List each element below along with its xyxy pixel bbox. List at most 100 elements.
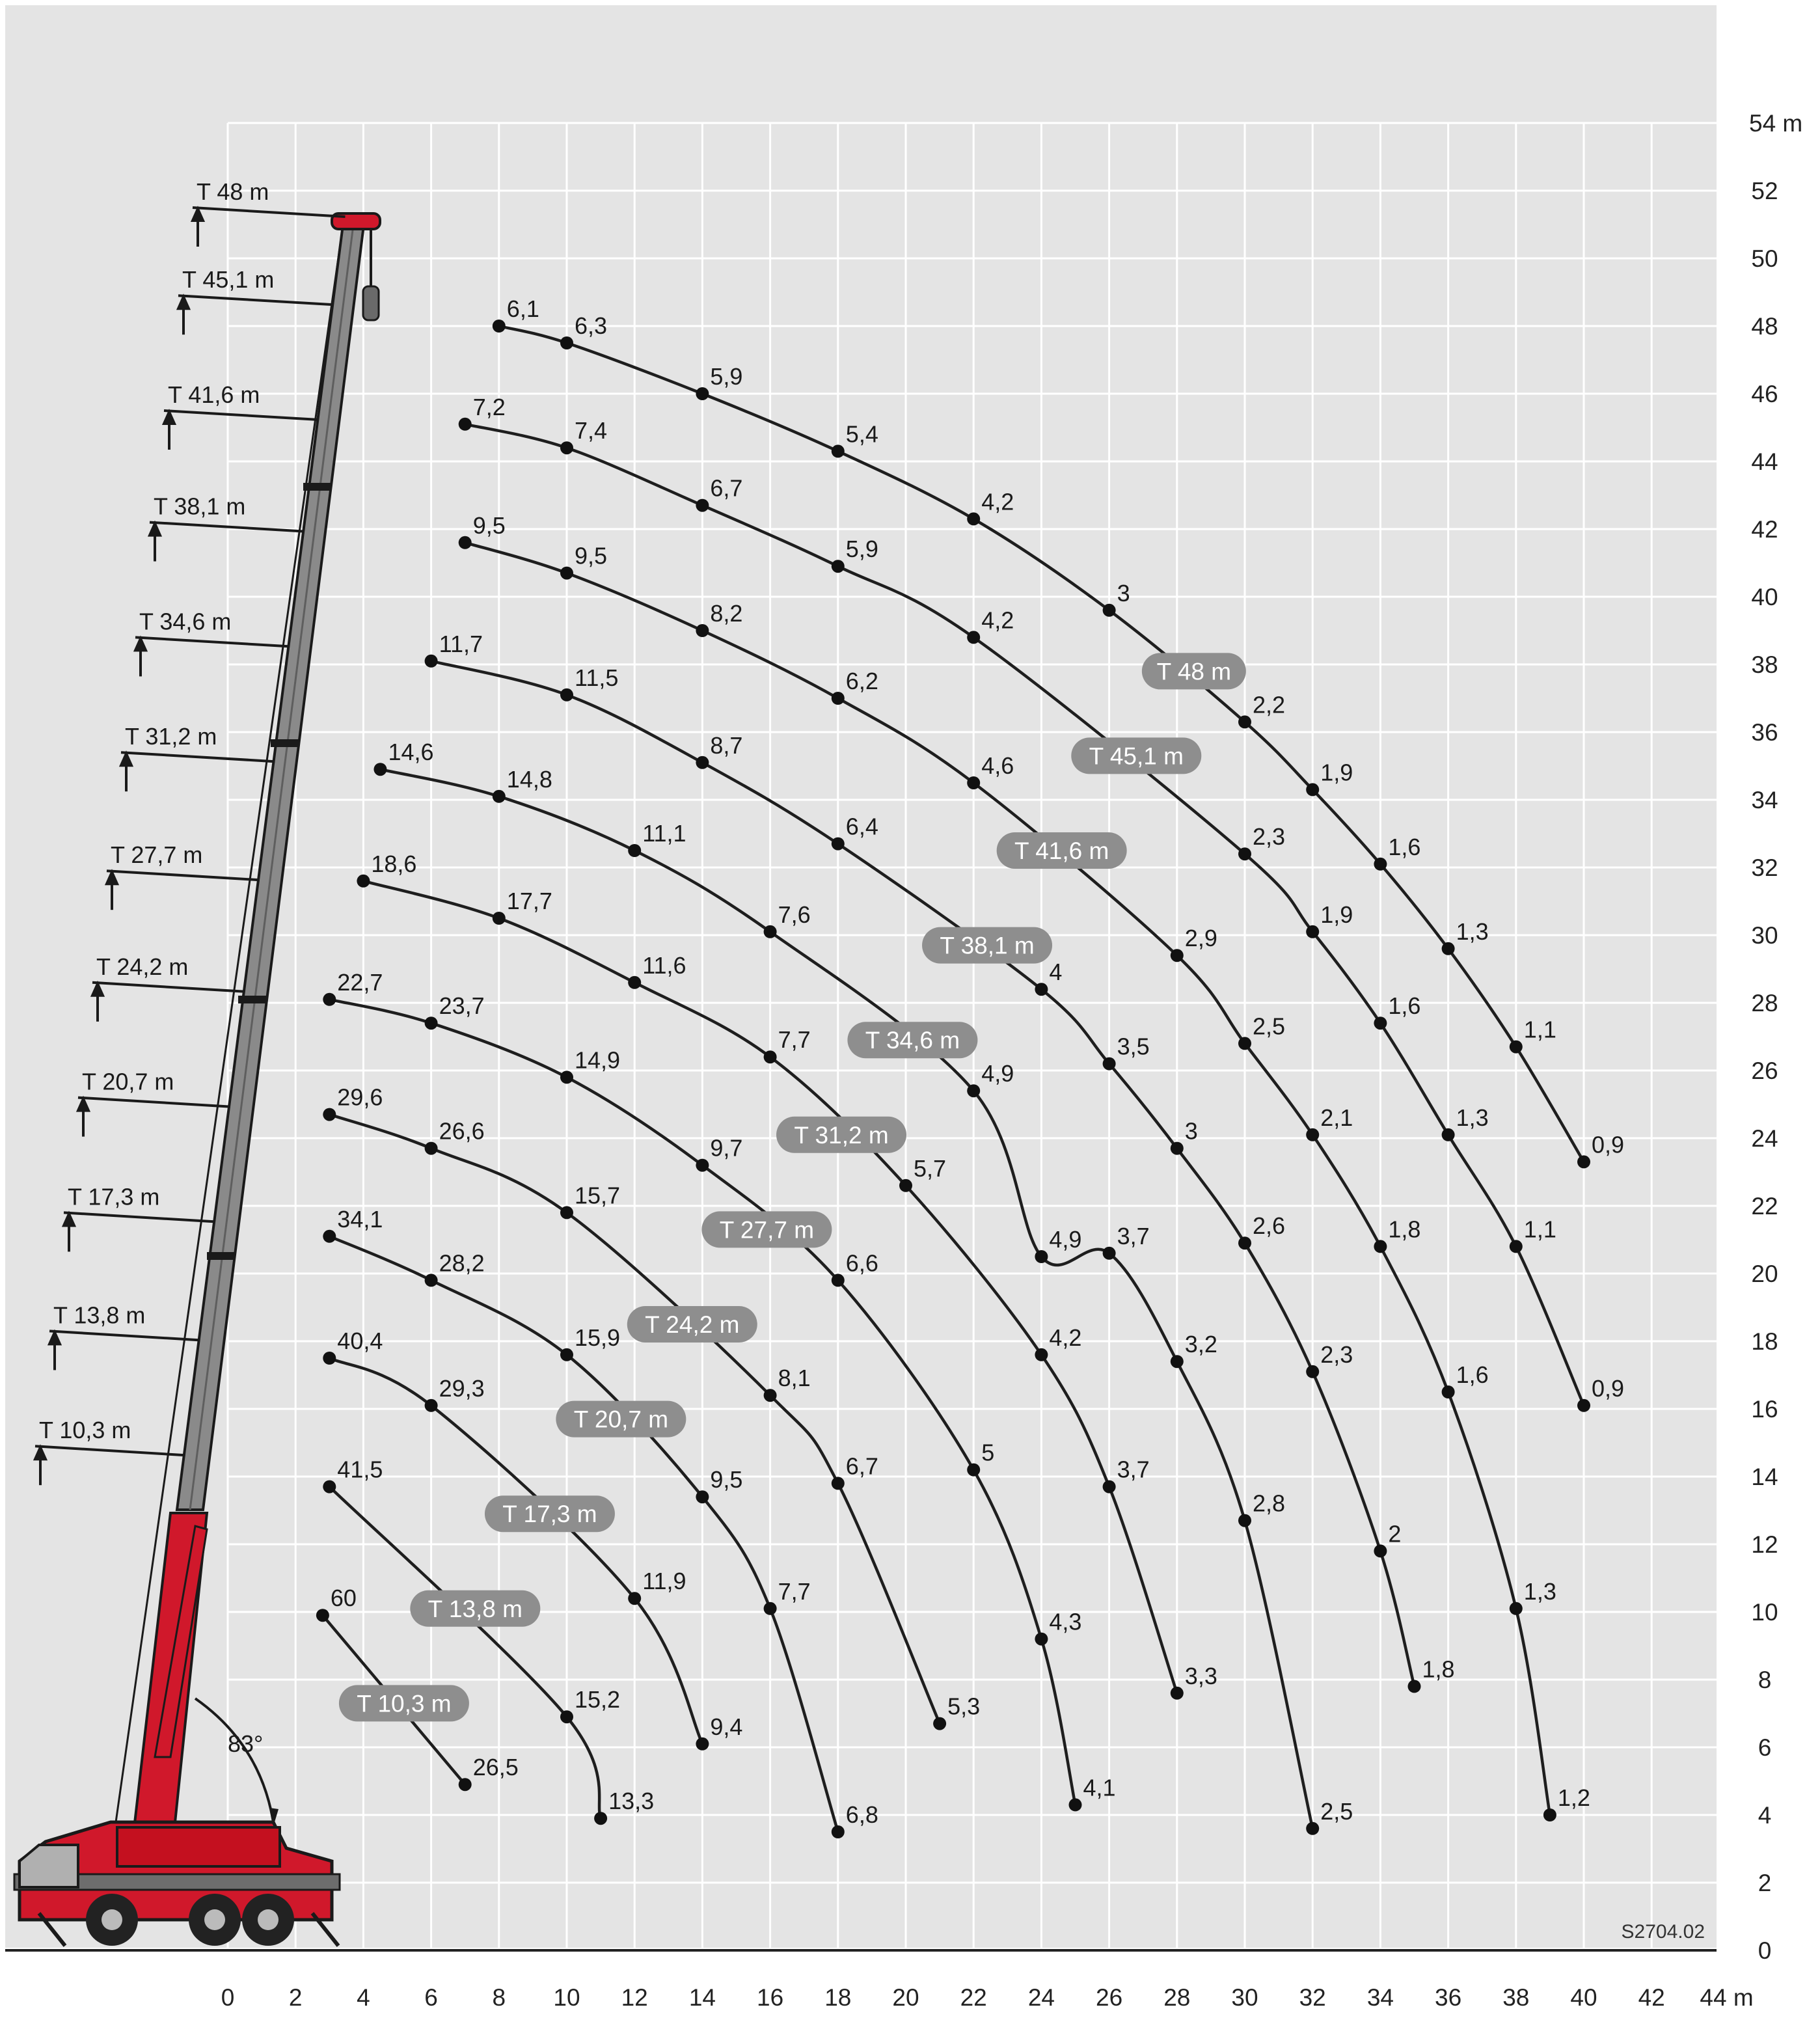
badge-background xyxy=(847,1022,978,1059)
load-value-label: 2,1 xyxy=(1320,1104,1353,1131)
boom-section-leader xyxy=(34,1445,185,1457)
load-point xyxy=(1577,1398,1590,1412)
y-tick-label: 4 xyxy=(1758,1802,1772,1829)
load-point xyxy=(1306,1365,1320,1378)
load-point xyxy=(628,844,642,857)
boom-section-leader xyxy=(120,751,275,763)
load-value-label: 6,7 xyxy=(846,1452,878,1479)
load-point xyxy=(831,1477,845,1490)
y-tick-label: 22 xyxy=(1751,1193,1778,1220)
boom-section-text: T 10,3 m xyxy=(39,1417,131,1443)
load-value-label: 14,9 xyxy=(575,1046,620,1073)
grid xyxy=(226,122,1720,1952)
boom-section-leader xyxy=(63,1211,216,1223)
load-point xyxy=(1170,1141,1184,1155)
load-point xyxy=(458,1778,472,1792)
load-value-label: 41,5 xyxy=(337,1456,383,1483)
load-value-label: 3,7 xyxy=(1117,1223,1150,1249)
load-point xyxy=(967,1084,981,1098)
load-point xyxy=(1238,715,1251,729)
load-value-label: 5,9 xyxy=(710,363,742,390)
x-tick-label: 40 xyxy=(1570,1984,1597,2011)
x-tick-label: 8 xyxy=(493,1984,506,2011)
x-tick-label: 42 xyxy=(1638,1984,1665,2011)
boom-section-text: T 48 m xyxy=(197,178,269,205)
boom-section-leader xyxy=(92,981,245,993)
load-value-label: 2,3 xyxy=(1253,823,1285,850)
load-value-label: 14,8 xyxy=(507,766,552,793)
load-value-label: 9,7 xyxy=(710,1135,742,1162)
load-point xyxy=(323,1352,336,1365)
load-point xyxy=(560,688,573,702)
boom-length-badge: T 17,3 m xyxy=(484,1495,615,1533)
boom-section-arrowhead xyxy=(33,1444,48,1461)
load-value-label: 1,9 xyxy=(1320,901,1353,928)
x-tick-label: 4 xyxy=(357,1984,370,2011)
load-point xyxy=(1238,1514,1251,1527)
load-value-label: 9,5 xyxy=(710,1466,742,1493)
load-point xyxy=(1238,1037,1251,1050)
load-point xyxy=(1306,1128,1320,1141)
load-point xyxy=(1068,1798,1082,1812)
boom-section-label: T 24,2 m xyxy=(90,953,245,1022)
load-value-label: 9,4 xyxy=(710,1713,742,1740)
load-value-label: 4,1 xyxy=(1083,1774,1116,1801)
y-tick-label: 48 xyxy=(1751,313,1778,340)
drawing-code: S2704.02 xyxy=(1622,1921,1705,1943)
boom-section-arrowhead xyxy=(118,750,134,767)
load-point xyxy=(560,336,573,349)
load-value-label: 7,2 xyxy=(473,394,506,420)
load-value-label: 2,5 xyxy=(1320,1798,1353,1825)
y-tick-label: 24 xyxy=(1751,1125,1778,1152)
boom-section-text: T 31,2 m xyxy=(125,723,217,750)
load-value-label: 11,5 xyxy=(575,664,618,691)
boom-section-leader xyxy=(163,409,319,421)
load-point xyxy=(1170,1355,1184,1369)
badge-text: T 38,1 m xyxy=(940,933,1034,959)
load-point xyxy=(424,1398,438,1412)
y-tick-label: 20 xyxy=(1751,1261,1778,1287)
boom-section-label: T 45,1 m xyxy=(176,266,334,335)
badge-background xyxy=(410,1590,541,1627)
load-value-label: 4,2 xyxy=(981,607,1014,633)
badge-background xyxy=(1071,737,1202,774)
load-point xyxy=(831,692,845,705)
boom-section-leader xyxy=(106,869,260,882)
load-value-label: 9,5 xyxy=(575,543,607,569)
badge-text: T 45,1 m xyxy=(1089,743,1184,769)
x-tick-label: 10 xyxy=(553,1984,580,2011)
load-point xyxy=(1170,1686,1184,1700)
load-value-label: 3 xyxy=(1117,580,1130,607)
y-tick-label: 26 xyxy=(1751,1057,1778,1084)
load-value-label: 13,3 xyxy=(608,1788,654,1814)
boom-section-label: T 13,8 m xyxy=(47,1302,200,1370)
boom-section-text: T 27,7 m xyxy=(111,841,202,868)
x-tick-label: 0 xyxy=(221,1984,235,2011)
boom-section-text: T 20,7 m xyxy=(82,1069,174,1095)
y-tick-label: 50 xyxy=(1751,245,1778,272)
load-value-label: 0,9 xyxy=(1592,1375,1624,1402)
badge-text: T 31,2 m xyxy=(794,1122,888,1149)
load-point xyxy=(763,925,777,938)
load-value-label: 1,1 xyxy=(1524,1016,1556,1043)
boom-section-label: T 48 m xyxy=(190,178,346,247)
load-value-label: 28,2 xyxy=(439,1249,485,1276)
load-point xyxy=(424,1016,438,1030)
x-tick-label: 26 xyxy=(1096,1984,1122,2011)
boom-section-text: T 34,6 m xyxy=(139,608,231,634)
boom-length-badge: T 27,7 m xyxy=(701,1211,832,1248)
y-tick-label: 54 m xyxy=(1749,110,1802,137)
load-point xyxy=(1509,1040,1523,1054)
badge-background xyxy=(1141,653,1246,690)
load-value-label: 23,7 xyxy=(439,992,485,1019)
load-point xyxy=(696,756,709,769)
load-point xyxy=(1035,1348,1048,1361)
y-tick-label: 8 xyxy=(1758,1667,1772,1693)
badge-text: T 20,7 m xyxy=(574,1406,668,1433)
load-point xyxy=(1441,942,1455,955)
load-value-label: 5,9 xyxy=(846,536,878,562)
boom-length-badge: T 41,6 m xyxy=(996,832,1127,869)
load-point xyxy=(967,776,981,789)
badge-background xyxy=(338,1685,469,1722)
y-tick-label: 36 xyxy=(1751,719,1778,746)
